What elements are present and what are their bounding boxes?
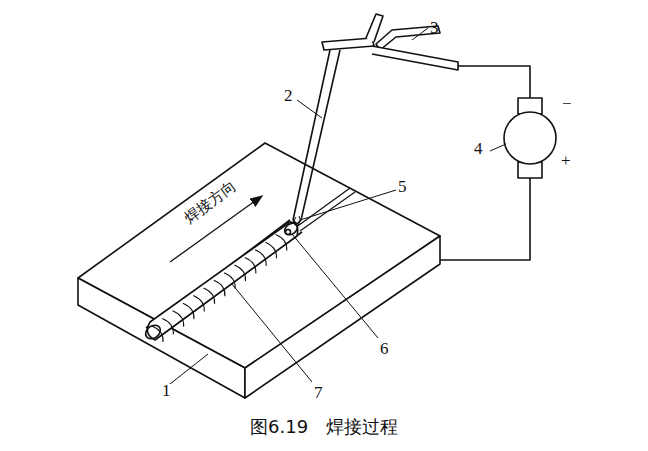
electrode [293,50,340,224]
callout-number: 1 [162,382,171,399]
polarity-sign: + [561,152,571,169]
holder-jaw [366,14,383,42]
callout-number: 3 [430,19,439,36]
callout-number: 2 [284,87,293,104]
callout-number: 6 [380,340,389,357]
callout-number: 5 [398,178,407,195]
weld-end [143,322,163,341]
polarity-sign: − [562,95,572,112]
figure-caption: 图6.19 焊接过程 [250,418,398,436]
workpiece-side [245,236,440,398]
weld-bead [147,222,297,340]
wire [458,66,530,98]
molten-pool [286,230,291,235]
arc [294,216,300,226]
dc-generator [504,112,556,164]
callout-number: 4 [474,140,483,157]
leader-lines [170,28,506,384]
callout-number: 7 [314,384,323,401]
wire [440,178,530,260]
workpiece-front [78,278,245,398]
electrode-holder [322,38,374,50]
holder-lever [372,46,458,70]
